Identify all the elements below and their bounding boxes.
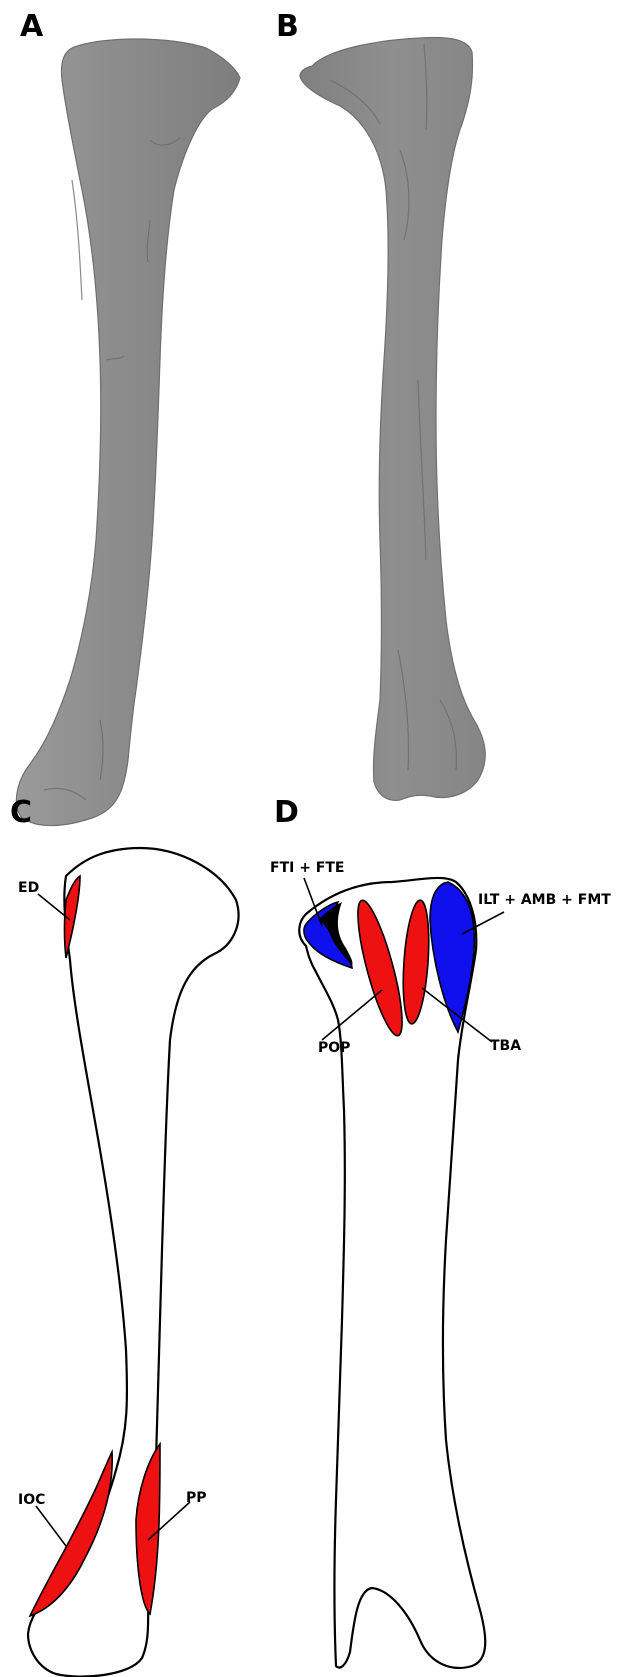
- crack-a-2: [72, 180, 82, 300]
- panel-a: A: [16, 9, 240, 826]
- panel-d: D FTI + FTE ILT + AMB + FMT POP TBA: [270, 795, 611, 1668]
- label-pp: PP: [186, 1490, 207, 1506]
- panel-letter-b: B: [276, 9, 299, 44]
- leader-ioc: [36, 1506, 66, 1546]
- label-ilt-amb-fmt: ILT + AMB + FMT: [478, 892, 611, 908]
- label-tba: TBA: [490, 1038, 521, 1054]
- panel-b: B: [276, 9, 485, 800]
- panel-letter-d: D: [274, 795, 299, 830]
- bone-render-a: [16, 39, 240, 826]
- bone-outline-c: [28, 848, 239, 1677]
- panel-letter-a: A: [20, 9, 44, 44]
- label-ed: ED: [18, 880, 39, 896]
- panel-letter-c: C: [10, 795, 32, 830]
- label-ioc: IOC: [18, 1492, 45, 1508]
- panel-c: C ED IOC PP: [10, 795, 239, 1677]
- label-pop: POP: [318, 1040, 350, 1056]
- label-fti-fte: FTI + FTE: [270, 860, 344, 876]
- bone-render-b: [300, 38, 485, 801]
